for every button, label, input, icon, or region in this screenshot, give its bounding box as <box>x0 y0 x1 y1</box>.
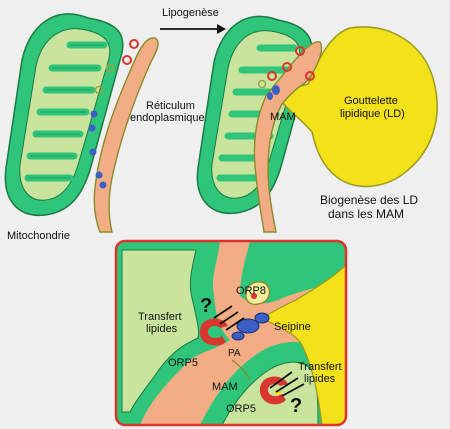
gouttelette-label-1: Gouttelette <box>344 95 398 107</box>
orp-ring <box>267 71 277 81</box>
er-tube-right <box>253 41 323 233</box>
seipin-dot <box>272 85 280 95</box>
orp8-label: ORP8 <box>236 285 266 297</box>
seipin-dot <box>88 124 96 132</box>
question-mark-1: ? <box>200 295 212 317</box>
transfert-right-1: Transfert <box>298 361 342 373</box>
question-mark-2: ? <box>290 395 302 417</box>
transfer-arrows-top <box>213 305 245 331</box>
pa-label: PA <box>228 348 241 359</box>
seipin-cluster <box>236 318 260 334</box>
orp-ring <box>295 46 305 56</box>
orp5-label-top: ORP5 <box>168 357 198 369</box>
orp8-protein <box>245 281 271 306</box>
seipin-dot <box>267 92 273 100</box>
orp-ring <box>282 62 292 72</box>
seipine-label: Seipine <box>274 321 311 333</box>
orp-ring <box>105 63 115 73</box>
biogenese-label-1: Biogenèse des LD <box>320 193 418 207</box>
orp-ring <box>94 85 104 95</box>
transfert-left-2: lipides <box>146 323 178 335</box>
transfer-arrows-bottom <box>269 371 305 397</box>
seipin-dot <box>90 110 98 118</box>
orp-ring <box>257 79 267 89</box>
gouttelette-label-2: lipidique (LD) <box>340 108 405 120</box>
er-tube-left <box>88 37 159 233</box>
seipin-dot <box>99 181 107 189</box>
transfert-right-2: lipides <box>304 373 336 385</box>
mam-label-bottom: MAM <box>212 381 238 393</box>
inset-border <box>114 239 348 427</box>
mitochondrie-label: Mitochondrie <box>7 230 70 242</box>
orp-ring <box>122 55 132 65</box>
inset-panel <box>116 241 346 425</box>
orp5-label-bottom: ORP5 <box>226 403 256 415</box>
biogenese-label-2: dans les MAM <box>328 207 404 221</box>
orp-ring <box>305 71 315 81</box>
seipin-dot <box>95 171 103 179</box>
lipogenese-label: Lipogenèse <box>162 7 219 19</box>
mam-label-top: MAM <box>270 111 296 123</box>
orp5-protein-bottom <box>259 376 288 405</box>
seipin-dot <box>89 148 97 156</box>
reticulum-label-2: endoplasmique <box>130 112 205 124</box>
lipogenesis-arrow <box>160 24 226 34</box>
mitochondrion-left <box>4 13 124 217</box>
reticulum-label-1: Réticulum <box>146 100 195 112</box>
orp-ring <box>129 39 139 49</box>
transfert-left-1: Transfert <box>138 311 182 323</box>
orp5-protein-top <box>199 318 228 346</box>
